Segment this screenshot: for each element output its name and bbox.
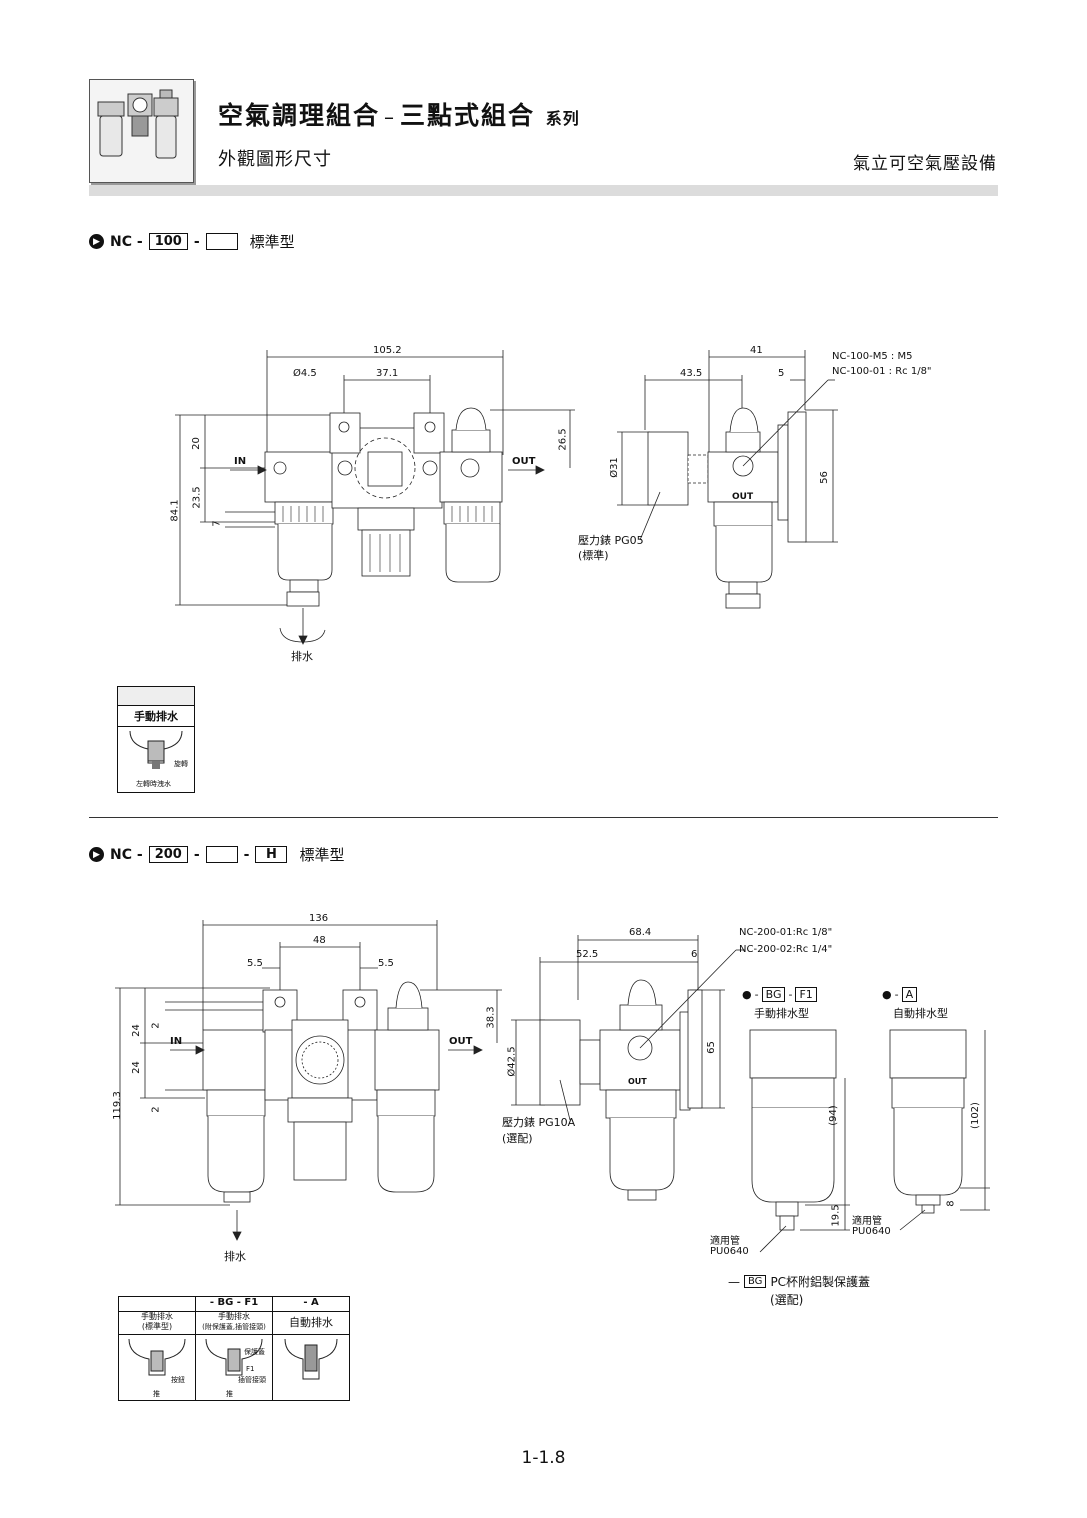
tube-label-2: 適用管	[852, 1216, 882, 1227]
dim-6: 6	[691, 949, 698, 960]
dim-hole: Ø4.5	[293, 368, 317, 379]
auto-type-label: 自動排水型	[893, 1007, 948, 1020]
drain-table-header: 手動排水	[118, 706, 194, 727]
dim-5-5-left: 5.5	[247, 958, 263, 969]
gauge-note: (標準)	[578, 549, 609, 562]
out-label-2: OUT	[449, 1036, 473, 1047]
bg-cover-note2: (選配)	[770, 1293, 804, 1307]
drain-bg-icon: 保護蓋 F1 插管接頭 推	[196, 1335, 273, 1400]
dim-41: 41	[750, 345, 763, 356]
dim-65: 65	[705, 1041, 717, 1054]
page-subtitle: 外觀圖形尺寸	[218, 149, 332, 170]
company-name: 氣立可空氣壓設備	[853, 154, 997, 174]
dim-94: (94)	[827, 1105, 839, 1126]
drain-table-1: 手動排水 旋轉 左轉時洩水	[117, 686, 195, 793]
bg-cover-note: — BG PC杯附鋁製保護蓋	[728, 1274, 871, 1290]
dim-24b: 24	[130, 1061, 142, 1074]
dim-56: 56	[818, 471, 830, 484]
dim-38: 38.3	[485, 1006, 497, 1029]
dim-d42: Ø42.5	[506, 1046, 518, 1077]
dim-119: 119.3	[111, 1091, 123, 1120]
a-heading: ●- A	[882, 987, 918, 1002]
port-spec-2: NC-100-01 : Rc 1/8"	[832, 366, 932, 377]
manual-drain-icon	[129, 730, 183, 769]
drain-table-2: - BG - F1 - A 手動排水(標準型) 手動排水(附保護蓋,插管接頭) …	[118, 1296, 350, 1401]
out-mark: OUT	[732, 492, 754, 502]
dim-d31: Ø31	[608, 457, 620, 478]
drain-standard-icon: 按鈕 推	[119, 1335, 196, 1400]
dim-84: 84.1	[169, 499, 181, 522]
drain-auto-icon	[273, 1335, 349, 1400]
dim-2b: 2	[150, 1106, 162, 1113]
drain-label-2: 排水	[224, 1250, 246, 1263]
drain-label: 排水	[291, 650, 313, 663]
dim-5-5-right: 5.5	[378, 958, 394, 969]
page-title: 空氣調理組合–三點式組合 系列	[218, 101, 580, 130]
tube-label-1: 適用管	[710, 1236, 740, 1247]
dim-136: 136	[309, 913, 329, 924]
option-box	[205, 233, 238, 250]
tube-size-2: PU0640	[852, 1226, 891, 1237]
port-spec-3: NC-200-01:Rc 1/8"	[739, 927, 833, 938]
dim-7: 7	[211, 520, 223, 527]
dim-5: 5	[778, 368, 785, 379]
product-thumbnail	[89, 79, 194, 183]
tube-size-1: PU0640	[710, 1246, 749, 1257]
header-divider	[89, 185, 998, 196]
dim-105: 105.2	[373, 345, 402, 356]
dim-24a: 24	[130, 1024, 142, 1037]
port-spec-4: NC-200-02:Rc 1/4"	[739, 944, 833, 955]
section1-drawing	[175, 350, 838, 645]
gauge-label-2: 壓力錶 PG10A	[502, 1116, 576, 1129]
play-icon: ▶	[89, 847, 104, 862]
gauge-note-2: (選配)	[502, 1132, 533, 1145]
title-series: 系列	[545, 109, 580, 128]
section-divider	[89, 817, 998, 818]
in-label-2: IN	[170, 1036, 183, 1047]
dim-52: 52.5	[576, 949, 599, 960]
dim-102: (102)	[969, 1102, 981, 1129]
dim-2a: 2	[150, 1022, 162, 1029]
in-label: IN	[234, 456, 247, 467]
gauge-label: 壓力錶 PG05	[578, 534, 644, 547]
play-icon: ▶	[89, 234, 104, 249]
manual-type-label: 手動排水型	[754, 1007, 809, 1020]
section2-heading: ▶ NC - 200 - - H 標準型	[89, 844, 344, 865]
option-box	[205, 846, 238, 863]
out-mark-2: OUT	[628, 1077, 647, 1086]
bg-f1-heading: ●- BG - F1	[742, 987, 817, 1002]
dim-19: 19.5	[830, 1204, 842, 1227]
out-label: OUT	[512, 456, 536, 467]
dim-8: 8	[945, 1200, 957, 1207]
dim-43: 43.5	[680, 368, 703, 379]
port-spec-1: NC-100-M5 : M5	[832, 351, 913, 362]
section1-heading: ▶ NC - 100 - 標準型	[89, 231, 295, 252]
dim-68: 68.4	[629, 927, 652, 938]
dim-23: 23.5	[191, 486, 203, 509]
dim-26: 26.5	[557, 428, 569, 451]
section2-drawing	[115, 920, 990, 1253]
page-number: 1-1.8	[521, 1448, 566, 1468]
dim-20: 20	[190, 437, 202, 450]
dim-48: 48	[313, 935, 326, 946]
dim-37: 37.1	[376, 368, 399, 379]
